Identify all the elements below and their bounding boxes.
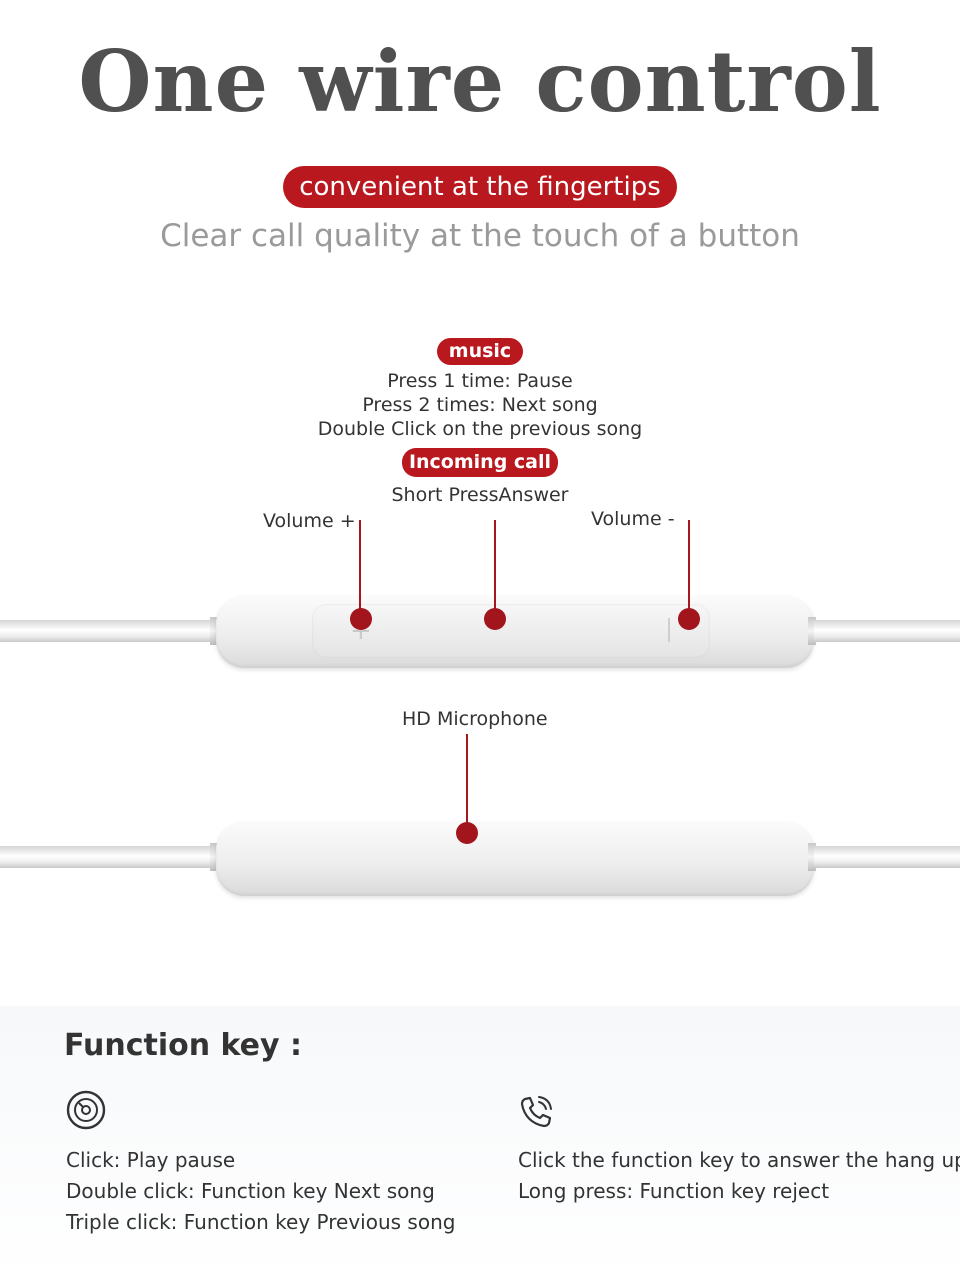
volume-down-marker xyxy=(678,608,700,630)
microphone-marker xyxy=(456,822,478,844)
music-instruction-3: Double Click on the previous song xyxy=(317,418,643,440)
microphone-body xyxy=(216,822,814,896)
call-function-1: Click the function key to answer the han… xyxy=(518,1148,960,1172)
incoming-call-tag: Incoming call xyxy=(402,448,558,477)
call-function-2: Long press: Function key reject xyxy=(518,1179,830,1203)
music-function-3: Triple click: Function key Previous song xyxy=(66,1210,456,1234)
volume-up-marker xyxy=(350,608,372,630)
volume-down-label: Volume - xyxy=(591,508,675,530)
subtitle: Clear call quality at the touch of a but… xyxy=(160,218,800,254)
mic-collar-left xyxy=(210,843,218,871)
volume-up-label: Volume + xyxy=(263,510,356,532)
disc-icon xyxy=(66,1090,106,1130)
phone-icon xyxy=(518,1094,554,1130)
tagline-pill: convenient at the fingertips xyxy=(283,166,677,208)
music-function-1: Click: Play pause xyxy=(66,1148,236,1172)
music-function-2: Double click: Function key Next song xyxy=(66,1179,435,1203)
cable-collar-left xyxy=(210,617,218,645)
microphone-pointer xyxy=(466,734,468,826)
mic-cable-right xyxy=(814,846,960,868)
cable-collar-right xyxy=(808,617,816,645)
mic-cable-left xyxy=(0,846,214,868)
remote-button-pad: + xyxy=(312,604,710,658)
volume-up-pointer xyxy=(359,520,361,618)
music-instruction-1: Press 1 time: Pause xyxy=(387,370,573,392)
volume-down-pointer xyxy=(688,520,690,618)
minus-icon xyxy=(668,618,670,642)
mic-collar-right xyxy=(808,843,816,871)
cable-right xyxy=(814,620,960,642)
function-key-title: Function key : xyxy=(64,1028,303,1063)
microphone-label: HD Microphone xyxy=(402,708,548,730)
function-key-panel xyxy=(0,1006,960,1280)
call-instruction: Short PressAnswer xyxy=(391,484,569,506)
remote-control-body: + xyxy=(216,596,814,668)
music-instruction-2: Press 2 times: Next song xyxy=(362,394,598,416)
page-title: One wire control xyxy=(78,32,882,131)
center-button-pointer xyxy=(494,520,496,618)
music-tag: music xyxy=(437,338,523,365)
center-button-marker xyxy=(484,608,506,630)
cable-left xyxy=(0,620,214,642)
